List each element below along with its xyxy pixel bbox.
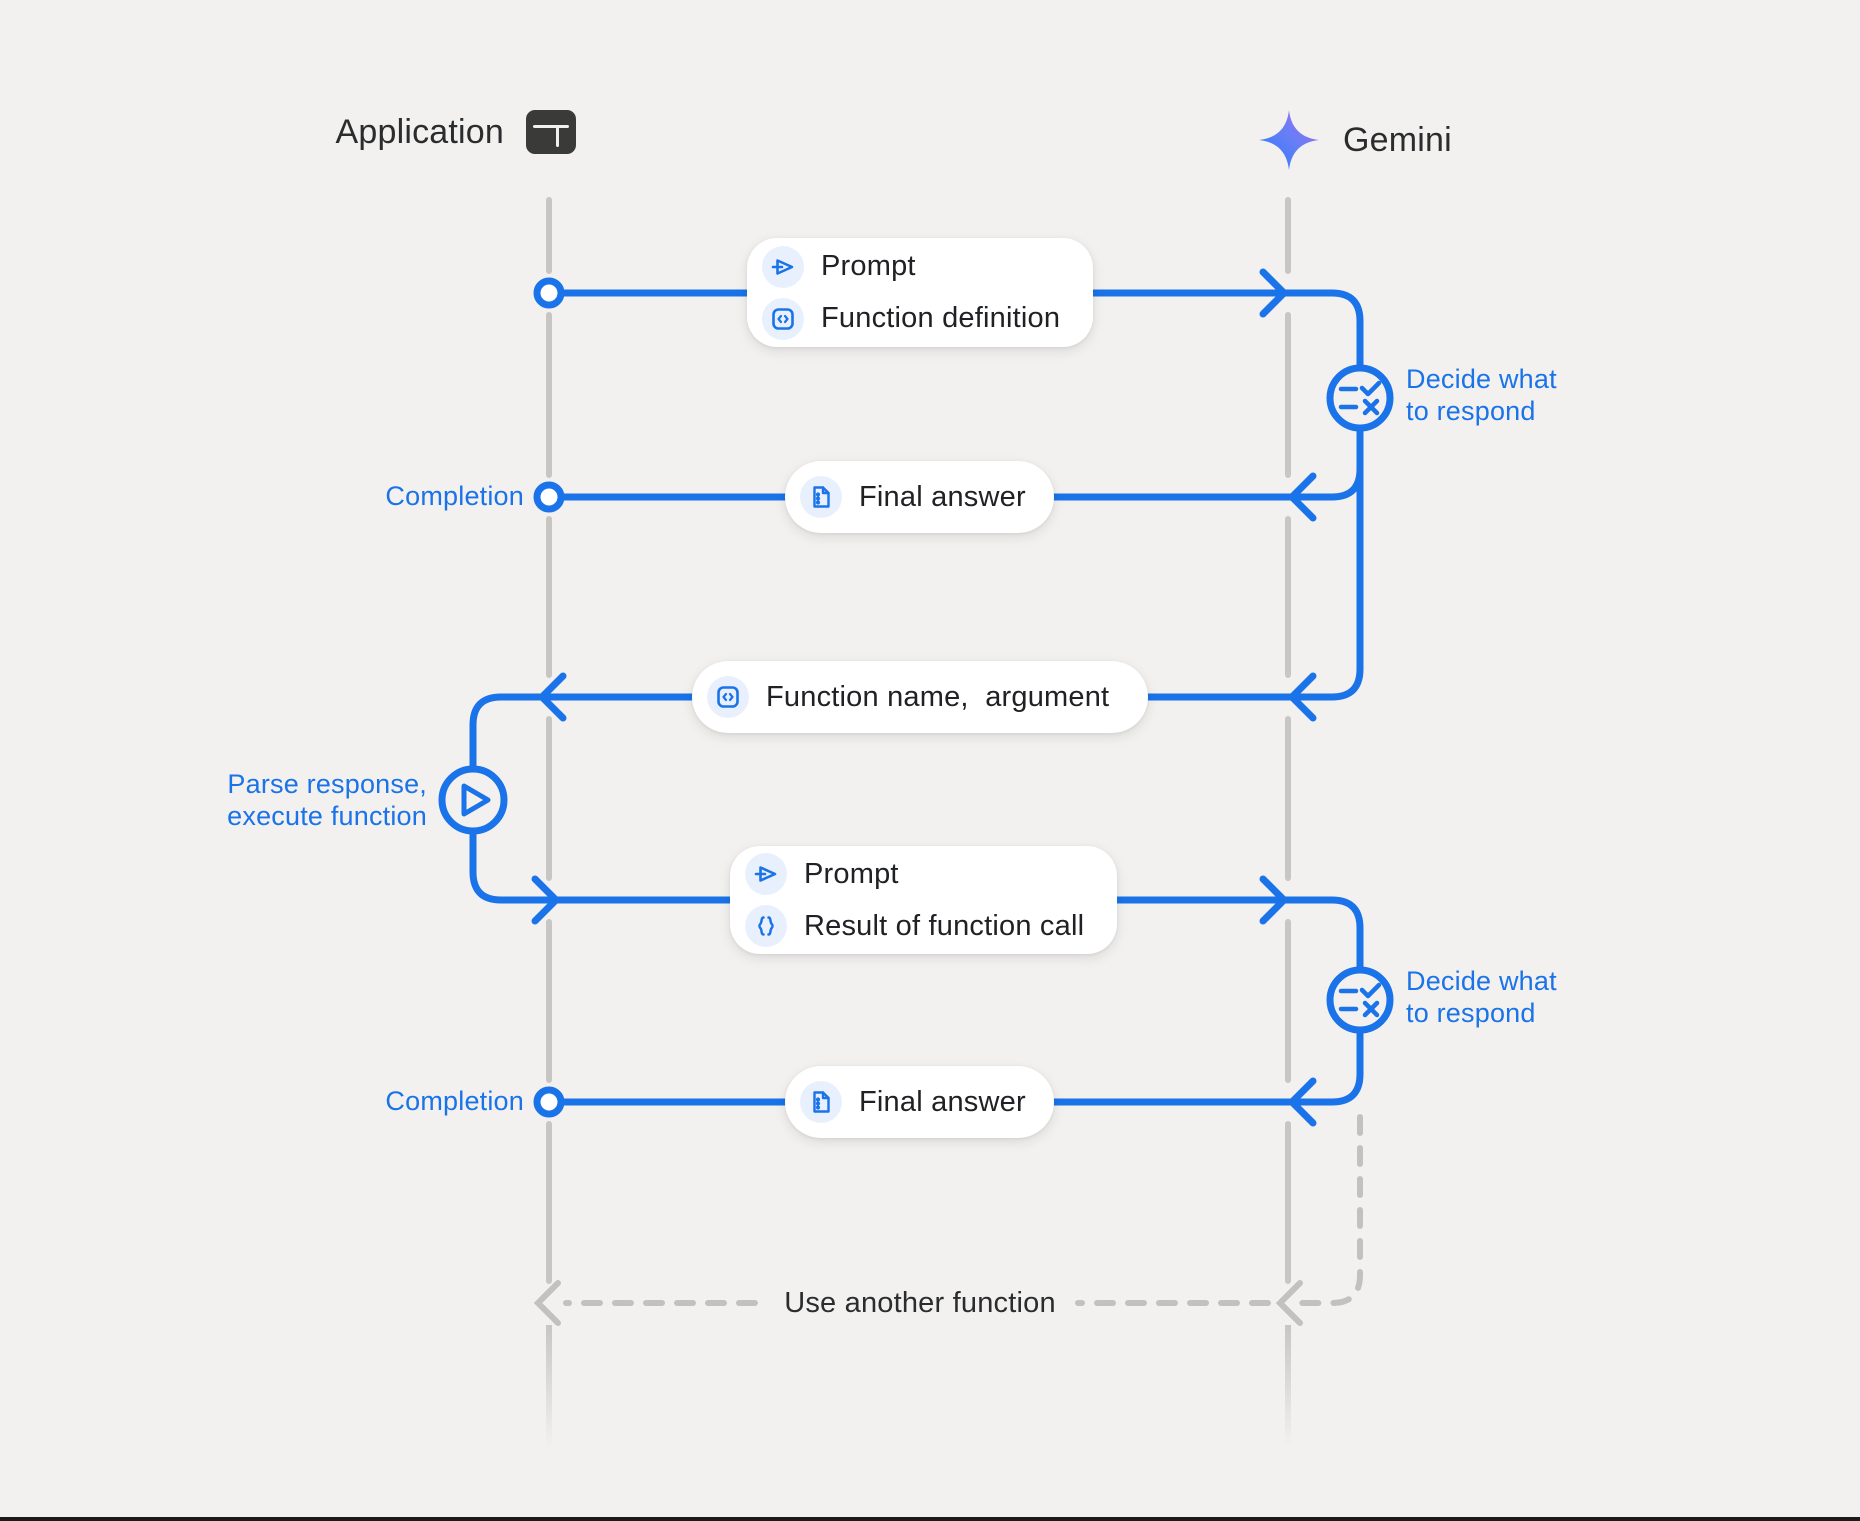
actor-gemini: Gemini [1257,108,1452,172]
pill-label: Prompt [821,250,916,282]
pill-row: Final answer [800,476,1034,518]
loop-dashed-arrow [533,1114,1363,1326]
pill-label: Final answer [859,1085,1026,1118]
arrowhead-left-row3-application [538,672,567,722]
execute-icon [438,765,508,835]
arrowhead-left-row3-gemini [1288,672,1317,722]
pill-row: Function name, argument [707,676,1128,718]
pill-row: Prompt [762,245,1073,288]
decide-label-2: Decide what to respond [1406,965,1557,1029]
pill-label: Prompt [804,857,899,890]
pill-label: Result of function call [804,909,1085,942]
decide-icon-2 [1326,966,1394,1034]
parse-execute-line2: execute function [227,801,427,831]
bottom-edge [0,1517,1860,1521]
arrowhead-right-row4-application [531,875,560,925]
message-pill-prompt-function-result: Prompt Result of function call [730,846,1117,954]
pill-row: Final answer [800,1081,1034,1123]
gemini-sparkle-icon [1257,108,1321,172]
arrow-final-answer-2 [557,1026,1364,1106]
message-pill-final-answer-1: Final answer [785,461,1054,533]
pill-row: Function definition [762,297,1073,340]
completion-node-1 [533,481,565,513]
message-pill-function-name-argument: Function name, argument [692,661,1148,733]
loop-arrowhead-application [533,1280,561,1326]
parse-execute-label: Parse response, execute function [140,768,427,832]
completion-node-2 [533,1086,565,1118]
actor-application: Application [270,110,576,154]
arrowhead-left-row2 [1288,472,1317,522]
send-icon [745,853,787,895]
code-brackets-icon [707,676,749,718]
completion-label-2: Completion [385,1086,524,1116]
decide-label-2-line1: Decide what [1406,966,1557,996]
document-icon [800,1081,842,1123]
parse-execute-line1: Parse response, [227,769,427,799]
decide-label-1: Decide what to respond [1406,363,1557,427]
decide-label-1-line2: to respond [1406,396,1536,426]
decide-icon-1 [1326,364,1394,432]
curly-braces-icon [745,905,787,947]
code-brackets-icon [762,297,804,340]
send-icon [762,245,804,288]
message-pill-final-answer-2: Final answer [785,1066,1054,1138]
loop-arrowhead-gemini [1275,1280,1303,1326]
app-window-icon [526,110,576,154]
decide-label-2-line2: to respond [1406,998,1536,1028]
start-node-prompt [533,277,565,309]
application-label: Application [335,112,504,151]
arrowhead-right-row4-gemini [1259,875,1288,925]
arrowhead-right-row1 [1259,268,1288,318]
pill-label: Final answer [859,480,1026,513]
message-pill-prompt-function-definition: Prompt Function definition [747,238,1093,347]
decide-label-1-line1: Decide what [1406,364,1557,394]
pill-label: Function definition [821,302,1061,334]
arrowhead-left-row5 [1288,1077,1317,1127]
use-another-function-label: Use another function [784,1287,1056,1319]
completion-label-1: Completion [385,481,524,511]
pill-row: Prompt [745,853,1097,895]
pill-row: Result of function call [745,905,1097,947]
pill-label: Function name, argument [766,680,1110,713]
gemini-label: Gemini [1343,120,1452,159]
arrow-prompt-to-gemini [557,289,1364,372]
document-icon [800,476,842,518]
